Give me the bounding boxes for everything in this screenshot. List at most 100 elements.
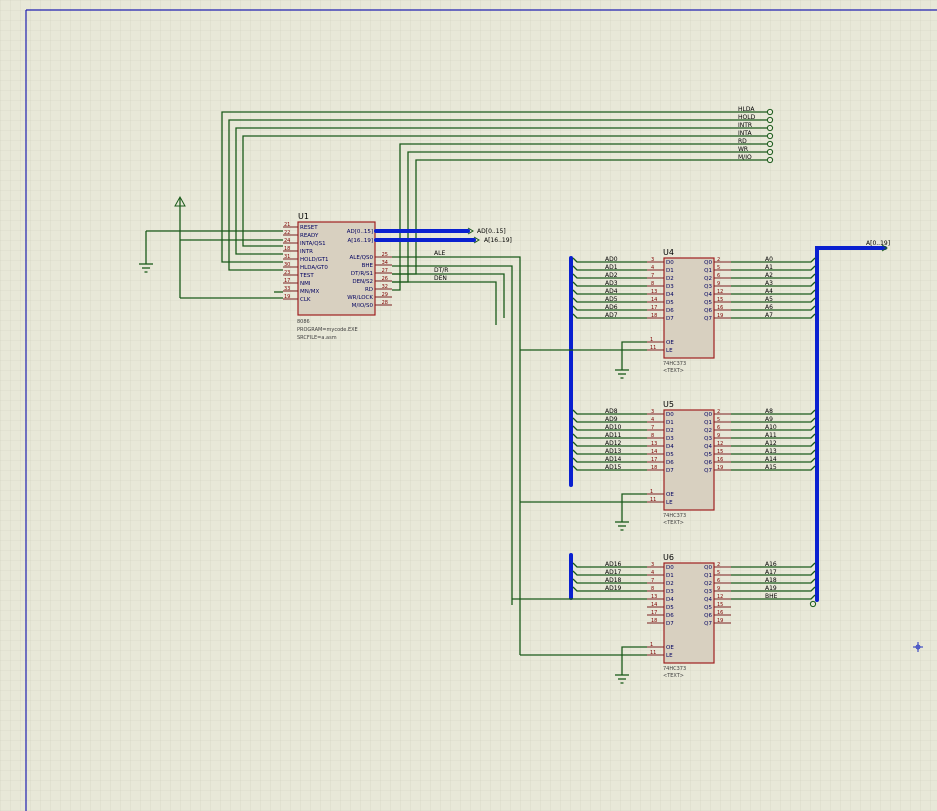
u1-pin-number: 26: [382, 276, 388, 282]
u1-pin-name: RD: [365, 287, 373, 293]
latch-out-num: 6: [717, 273, 720, 279]
u1-pin-name: RESET: [300, 225, 318, 231]
terminal-label: INTR: [738, 122, 752, 129]
latch-input-label: AD1: [605, 264, 618, 271]
latch-q-name: Q3: [704, 436, 712, 442]
terminal-label: M/IO: [738, 154, 752, 161]
ground-symbol-icon[interactable]: [615, 674, 629, 684]
latch-input-label: AD13: [605, 448, 622, 455]
latch-d-name: D0: [666, 412, 674, 418]
u1-pin-number: 18: [284, 246, 290, 252]
latch-oe-num: 1: [650, 489, 653, 495]
latch-out-num: 16: [717, 305, 723, 311]
terminal-3[interactable]: INTA: [242, 130, 774, 247]
chip-u1[interactable]: U1 8086 PROGRAM=mycode.EXE SRCFILE=a.asm…: [283, 212, 392, 341]
u1-pin-number: 34: [382, 260, 388, 266]
ground-symbol-icon[interactable]: [615, 521, 629, 531]
u1-pin-name: ALE/QS0: [350, 255, 374, 261]
terminal-label: RD: [738, 138, 747, 145]
a-bus-right[interactable]: [815, 246, 887, 602]
latch-in-num: 13: [651, 594, 657, 600]
latch-in-num: 13: [651, 441, 657, 447]
u1-pin-name: READY: [300, 233, 319, 239]
u1-pin-number: 30: [284, 262, 290, 268]
terminal-1[interactable]: HOLD: [228, 114, 774, 271]
u1-pin-name: WR/LOCK: [347, 295, 373, 301]
latch-input-label: AD8: [605, 408, 618, 415]
latch-le-num: 11: [650, 650, 656, 656]
latch-in-num: 7: [651, 425, 654, 431]
latch-output-label: A14: [765, 456, 777, 463]
ground-symbol-icon[interactable]: [139, 231, 153, 273]
latch-oe-num: 1: [650, 337, 653, 343]
terminal-2[interactable]: INTR: [235, 122, 774, 255]
latch-q-name: Q5: [704, 452, 712, 458]
latch-in-num: 4: [651, 417, 654, 423]
u1-pin-name: INTR: [300, 249, 313, 255]
u1-pin-right[interactable]: 28M/IO/S0: [352, 300, 392, 309]
latch-d-name: D2: [666, 428, 674, 434]
latch-out-num: 2: [717, 257, 720, 263]
terminal-label: INTA: [738, 130, 752, 137]
latch-output-label: A2: [765, 272, 773, 279]
u1-pin-number: 24: [284, 238, 290, 244]
terminal-0[interactable]: HLDA: [221, 106, 774, 263]
a-bus-terminal-right-icon[interactable]: [881, 244, 888, 252]
latch-d-name: D1: [666, 573, 674, 579]
latch-in-num: 14: [651, 297, 657, 303]
latch-input-label: AD12: [605, 440, 622, 447]
power-terminal-icon[interactable]: [174, 195, 186, 298]
latch-output-label: A3: [765, 280, 773, 287]
a-bus-terminal-icon[interactable]: [473, 236, 480, 244]
a-out-bus-label: A[0..19]: [866, 240, 890, 247]
ad-bus-terminal-icon[interactable]: [467, 227, 474, 235]
ground-symbol-icon[interactable]: [615, 369, 629, 379]
terminal-4[interactable]: RD: [392, 138, 774, 291]
